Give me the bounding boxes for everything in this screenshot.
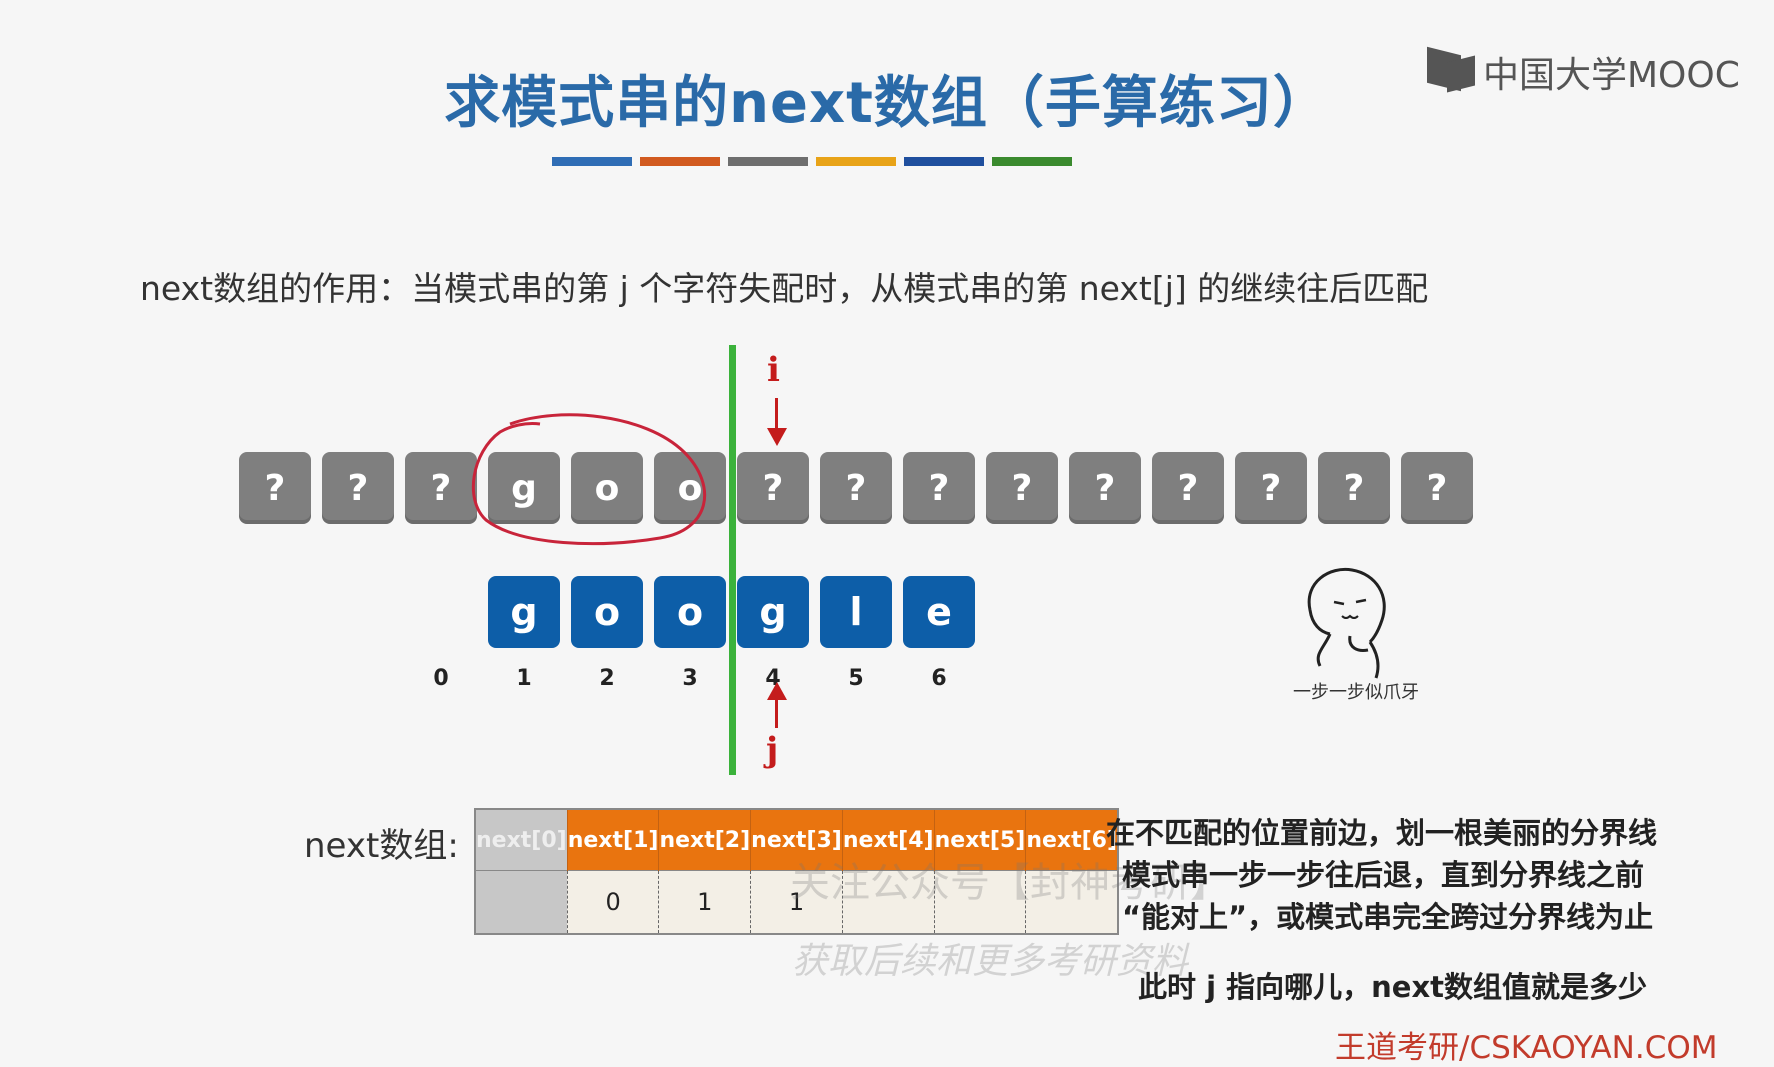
main-string-char: ? <box>322 452 394 524</box>
pointer-j-label: j <box>766 730 779 770</box>
footer-brand: 王道考研/CSKAOYAN.COM <box>1335 1030 1718 1066</box>
pointer-j-shaft <box>775 698 778 728</box>
main-string-char: ? <box>903 452 975 524</box>
sticker-caption: 一步一步似爪牙 <box>1293 682 1419 703</box>
sticker-character-icon <box>1307 567 1386 679</box>
pointer-i-shaft <box>775 398 778 432</box>
logo-text: 中国大学MOOC <box>1483 55 1740 96</box>
main-string-char: ? <box>1318 452 1390 524</box>
next-header-cell: next[1] <box>567 809 660 871</box>
question-line: 此时 j 指向哪儿，next数组值就是多少 <box>1138 970 1648 1004</box>
next-value-cell: 1 <box>750 870 843 934</box>
pattern-char: e <box>903 576 975 648</box>
book-logo-icon <box>1427 51 1477 93</box>
next-array-table: next[0]next[1]next[2]next[3]next[4]next[… <box>474 808 1120 935</box>
mooc-logo: 中国大学MOOC <box>1427 46 1740 98</box>
next-header-cell: next[0] <box>475 809 568 871</box>
note-line: 在不匹配的位置前边，划一根美丽的分界线 <box>1106 816 1658 850</box>
next-array-label: next数组: <box>304 826 459 866</box>
main-string-char: ? <box>1152 452 1224 524</box>
main-string-char: ? <box>1069 452 1141 524</box>
up-arrow-icon <box>767 682 787 700</box>
next-value-cell <box>475 870 568 934</box>
main-string-char: ? <box>1401 452 1473 524</box>
next-value-cell <box>934 870 1027 934</box>
next-value-cell <box>1025 870 1119 934</box>
main-string-char: o <box>571 452 643 524</box>
main-string-char: ? <box>239 452 311 524</box>
mismatch-boundary-line <box>729 345 736 775</box>
next-array-description: next数组的作用：当模式串的第 j 个字符失配时，从模式串的第 next[j]… <box>140 269 1429 308</box>
pattern-index: 1 <box>516 666 532 691</box>
pattern-char: g <box>488 576 560 648</box>
main-string-char: ? <box>737 452 809 524</box>
next-header-cell: next[3] <box>750 809 843 871</box>
pattern-char: o <box>654 576 726 648</box>
next-value-cell: 1 <box>658 870 752 934</box>
pattern-char: o <box>571 576 643 648</box>
next-value-cell <box>842 870 935 934</box>
down-arrow-icon <box>767 428 787 446</box>
pattern-index: 5 <box>848 666 864 691</box>
note-line: “能对上”，或模式串完全跨过分界线为止 <box>1122 900 1654 934</box>
main-string-char: ? <box>820 452 892 524</box>
next-header-cell: next[5] <box>934 809 1027 871</box>
title-color-bar <box>728 157 808 166</box>
watermark-text: 获取后续和更多考研资料 <box>792 941 1189 982</box>
pattern-char: g <box>737 576 809 648</box>
pattern-index: 6 <box>931 666 947 691</box>
next-header-cell: next[6] <box>1025 809 1119 871</box>
main-string-char: ? <box>405 452 477 524</box>
main-string-char: ? <box>986 452 1058 524</box>
pattern-char: l <box>820 576 892 648</box>
title-color-bar <box>552 157 632 166</box>
note-line: 模式串一步一步往后退，直到分界线之前 <box>1122 858 1645 892</box>
pattern-index: 3 <box>682 666 698 691</box>
title-color-bars <box>552 157 1072 167</box>
page-title: 求模式串的next数组（手算练习） <box>444 71 1330 136</box>
main-string-char: g <box>488 452 560 524</box>
pattern-index: 2 <box>599 666 615 691</box>
main-string-char: o <box>654 452 726 524</box>
title-color-bar <box>816 157 896 166</box>
next-header-row: next[0]next[1]next[2]next[3]next[4]next[… <box>475 809 1119 871</box>
match-circle-annotation <box>471 413 707 546</box>
title-color-bar <box>640 157 720 166</box>
pointer-i-label: i <box>767 350 780 390</box>
next-header-cell: next[2] <box>658 809 752 871</box>
watermark-text: 关注公众号【封神考研】 <box>790 860 1230 906</box>
main-string-char: ? <box>1235 452 1307 524</box>
next-value-cell: 0 <box>567 870 660 934</box>
pattern-index: 0 <box>433 666 449 691</box>
next-header-cell: next[4] <box>842 809 935 871</box>
title-color-bar <box>992 157 1072 166</box>
title-color-bar <box>904 157 984 166</box>
